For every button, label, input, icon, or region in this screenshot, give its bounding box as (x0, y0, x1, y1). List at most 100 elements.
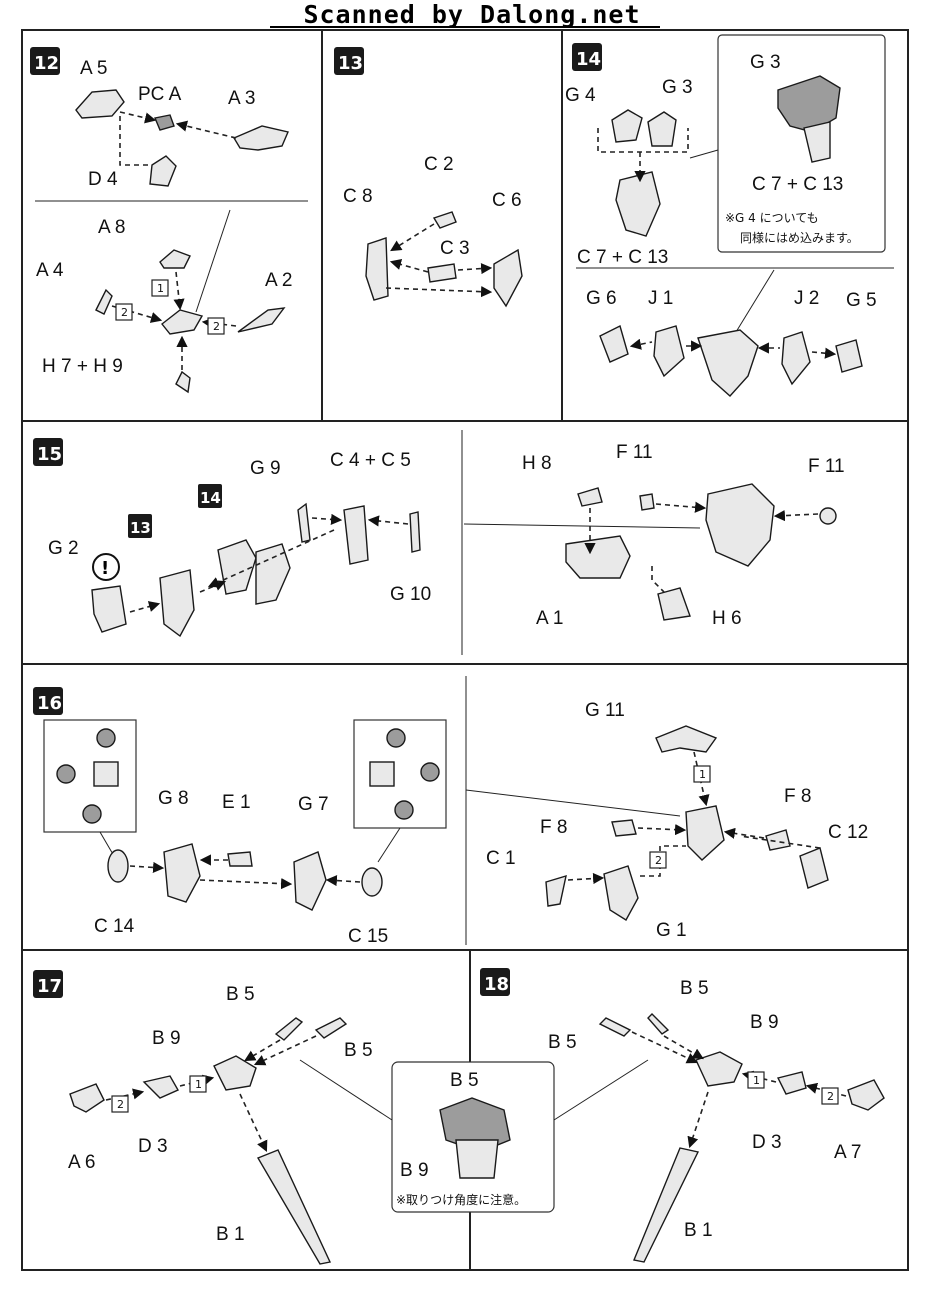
part-label-a5: A 5 (80, 58, 107, 79)
part-label-c6: C 6 (492, 190, 522, 211)
part-label-b9-detail: B 9 (400, 1160, 429, 1181)
step-number-box (572, 43, 602, 71)
note-line2: 同様にはめ込みます。 (740, 231, 859, 245)
part-label-d4: D 4 (88, 169, 118, 190)
part-c7c13-shape (615, 171, 661, 237)
order-2: 2 (827, 1090, 834, 1103)
part-body-shape (161, 309, 204, 335)
part-b5b-shape (314, 1017, 348, 1039)
part-pca-shape (154, 114, 175, 131)
part-c14-shape (107, 849, 129, 883)
order-2: 2 (117, 1098, 124, 1111)
part-label-c15: C 15 (348, 926, 388, 947)
note-line1: ※G 4 についても (725, 211, 819, 225)
order-1: 1 (753, 1074, 760, 1087)
step-number: 17 (37, 976, 62, 997)
part-g4-shape (611, 109, 643, 143)
part-b9-detail-shape (455, 1139, 499, 1179)
part-label-f11a: F 11 (616, 442, 653, 463)
part-label-a6: A 6 (68, 1152, 95, 1173)
part-label-g6: G 6 (586, 288, 617, 309)
part-f11a-shape (639, 493, 655, 511)
part-label-c1: C 1 (486, 848, 516, 869)
part-label-d3: D 3 (752, 1132, 782, 1153)
step-number: 15 (37, 444, 62, 465)
part-b9-shape (695, 1051, 743, 1087)
caution-mark: ! (101, 558, 109, 579)
part-label-c14: C 14 (94, 916, 135, 937)
order-2: 2 (655, 854, 662, 867)
part-label-c8: C 8 (343, 186, 373, 207)
part-waist-shape (705, 483, 775, 567)
step-number-box (480, 968, 510, 996)
part-label-a2: A 2 (265, 270, 292, 291)
part-g3-shape (647, 111, 677, 147)
part-g6-shape (599, 324, 629, 363)
part-shoulder-shape (685, 805, 725, 861)
ref-step-13: 13 (130, 519, 151, 537)
part-d3-shape (776, 1071, 807, 1095)
step-number-box (30, 47, 60, 75)
part-label-pca: PC A (138, 84, 182, 105)
flash-icon (386, 728, 406, 748)
part-a7-shape (847, 1079, 885, 1111)
part-e1-shape (227, 851, 253, 867)
step-number: 16 (37, 693, 62, 714)
part-d4-shape (149, 155, 177, 187)
part-c15-shape (361, 867, 383, 897)
part-a1-shape (565, 535, 631, 579)
part-label-c12: C 12 (828, 822, 868, 843)
part-label-g5: G 5 (846, 290, 877, 311)
part-b5a-shape (647, 1013, 670, 1035)
step-number-box (33, 438, 63, 466)
part-h7h9-shape (175, 370, 191, 394)
part-d3-shape (142, 1075, 179, 1099)
part-h8-shape (577, 487, 603, 507)
part-a8-shape (159, 249, 191, 269)
order-2b: 2 (213, 320, 220, 333)
part-c2-shape (432, 211, 457, 229)
part-label-a4: A 4 (36, 260, 64, 281)
order-1: 1 (157, 282, 164, 295)
part-label-b9: B 9 (152, 1028, 181, 1049)
part-label-b5-detail: B 5 (450, 1070, 479, 1091)
part-b9-shape (213, 1055, 257, 1091)
part-j2-shape (781, 331, 811, 386)
part-label-b5a: B 5 (226, 984, 255, 1005)
step-17: 17 B 5 B 5 B 9 A 6 D 3 B 1 1 2 B 5 B 9 ※… (33, 970, 649, 1265)
watermark-underline (270, 26, 660, 28)
part-label-g7: G 7 (298, 794, 329, 815)
part-label-j2: J 2 (794, 288, 819, 309)
flash-icon (420, 762, 440, 782)
part-g11-shape (655, 725, 718, 753)
step-number-box (33, 687, 63, 715)
flash-icon (82, 804, 102, 824)
part-body14b-shape (255, 543, 291, 605)
part-c7c13-detail-shape (803, 121, 831, 163)
watermark-header: Scanned by Dalong.net (0, 0, 944, 29)
part-b9b5-detail-shape (439, 1097, 511, 1153)
part-label-f8b: F 8 (784, 786, 811, 807)
part-label-g10: G 10 (390, 584, 431, 605)
part-f11b-shape (819, 507, 837, 525)
part-f8a-shape (611, 819, 637, 837)
part-c3-shape (427, 263, 457, 283)
part-label-b5b: B 5 (548, 1032, 577, 1053)
part-label-c3: C 3 (440, 238, 470, 259)
part-g8-shape (163, 843, 201, 903)
part-label-b5b: B 5 (344, 1040, 373, 1061)
part-b1-shape (256, 1149, 332, 1265)
part-label-g3: G 3 (662, 77, 693, 98)
part-c6-shape (493, 248, 523, 308)
step-number: 13 (338, 53, 363, 74)
part-b1-shape (633, 1147, 700, 1263)
part-a3-shape (232, 125, 289, 151)
part-f8b-shape (765, 829, 791, 851)
ref-step-14-box (198, 484, 222, 508)
step-number-box (334, 47, 364, 75)
part-label-b9: B 9 (750, 1012, 779, 1033)
angle-note: ※取りつけ角度に注意。 (396, 1192, 526, 1207)
part-a2-shape (237, 307, 286, 333)
step-number: 14 (576, 49, 601, 70)
part-label-b5a: B 5 (680, 978, 709, 999)
